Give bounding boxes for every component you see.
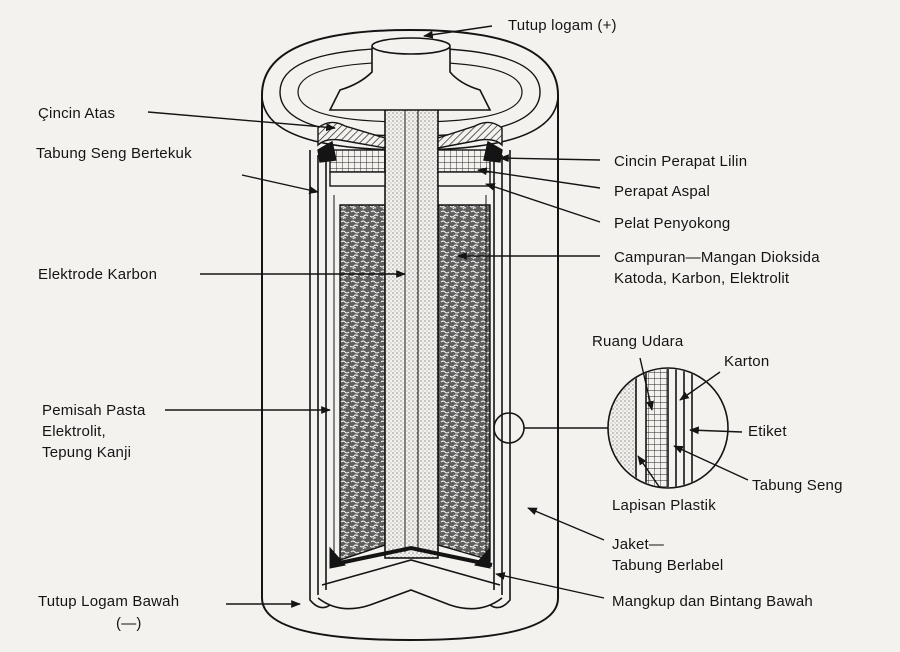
label-mangkup-dan-bintang-bawah: Mangkup dan Bintang Bawah [612,593,813,610]
label-campuran-line1: Campuran—Mangan Dioksida [614,249,820,266]
label-campuran: Campuran—Mangan Dioksida Katoda, Karbon,… [614,247,820,289]
label-elektrode-karbon: Elektrode Karbon [38,266,158,283]
leader-lines [147,25,749,608]
label-cincin-atas: Çincin Atas [38,105,116,122]
label-pelat-penyokong: Pelat Penyokong [614,215,731,232]
label-tabung-seng: Tabung Seng [752,477,843,494]
bottom-cup [317,545,503,610]
label-lapisan-plastik: Lapisan Plastik [612,497,716,514]
label-jaket-line1: Jaket— [612,536,665,553]
label-tabung-seng-bertekuk: Tabung Seng Bertekuk [36,145,192,162]
label-etiket: Etiket [748,423,787,440]
carbon-rod [384,47,439,559]
label-minus-sign: (—) [116,615,142,632]
label-jaket-line2: Tabung Berlabel [612,557,724,574]
top-metal-cap [328,37,492,111]
label-tutup-logam-bawah: Tutup Logam Bawah [38,593,180,610]
label-ruang-udara: Ruang Udara [592,333,684,350]
label-jaket: Jaket— Tabung Berlabel [612,534,723,576]
label-cincin-perapat-lilin: Cincin Perapat Lilin [614,153,748,170]
label-karton: Karton [724,353,770,370]
label-pemisah-line2: Elektrolit, [42,423,106,440]
label-pemisah: Pemisah Pasta Elektrolit, Tepung Kanji [42,400,145,463]
label-campuran-line2: Katoda, Karbon, Elektrolit [614,270,790,287]
label-tutup-logam-plus: Tutup logam (+) [508,17,617,34]
label-pemisah-line3: Tepung Kanji [42,444,132,461]
label-pemisah-line1: Pemisah Pasta [42,402,146,419]
label-perapat-aspal: Perapat Aspal [614,183,710,200]
zinc-can-walls [309,150,511,609]
